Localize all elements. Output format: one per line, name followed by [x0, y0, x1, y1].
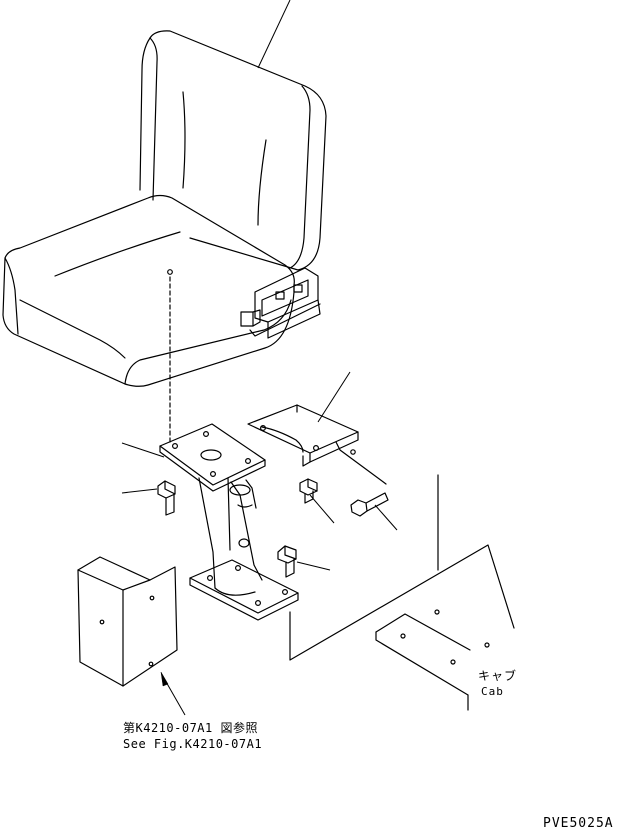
- bolt-center: [299, 478, 318, 504]
- rear-bracket: [247, 404, 387, 485]
- pedestal-top-plate: [159, 423, 266, 492]
- reference-arrow: [160, 671, 186, 716]
- cab-floor: [289, 474, 515, 711]
- center-line: [167, 269, 173, 443]
- reference-label-jp: 第K4210-07A1 図参照: [123, 721, 258, 735]
- seat-slide-adjuster: [240, 267, 321, 339]
- bolt-left: [157, 480, 176, 516]
- pedestal-column: [198, 477, 263, 596]
- cab-label-en: Cab: [481, 685, 504, 698]
- seat-backrest: [139, 30, 327, 271]
- bolt-lower: [277, 545, 297, 578]
- leader-lines: [121, 0, 398, 571]
- reference-label-en: See Fig.K4210-07A1: [123, 737, 263, 751]
- seat-cushion: [2, 194, 295, 387]
- bolt-right: [350, 492, 389, 517]
- cab-label-jp: キャブ: [478, 669, 518, 683]
- pedestal-base-plate: [189, 559, 299, 621]
- cover-panel: [77, 556, 178, 687]
- figure-code: PVE5025A: [543, 816, 614, 831]
